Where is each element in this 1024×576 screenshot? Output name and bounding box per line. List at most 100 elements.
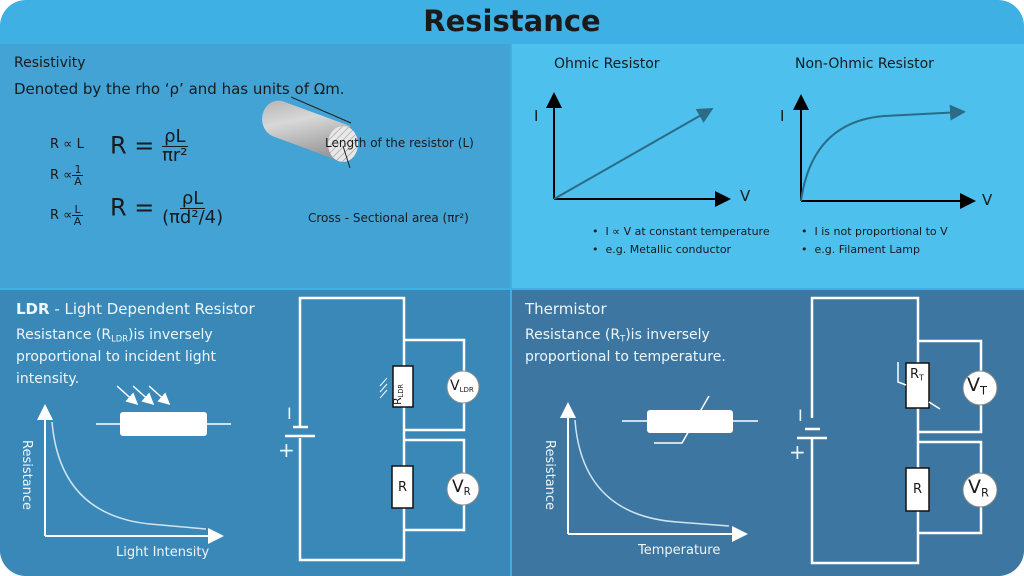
non-ohmic-title: Non-Ohmic Resistor [795, 56, 934, 72]
battery-plus-label: + [278, 438, 295, 462]
voltmeter-r-label: VR [452, 479, 471, 498]
curved-iv-line [800, 104, 966, 202]
num: ρL [162, 126, 188, 147]
sub: LDR [396, 384, 405, 398]
voltmeter-t [962, 370, 998, 406]
light-arrows-icon [116, 385, 171, 406]
sub: T [980, 383, 987, 398]
den: (πd²/4) [162, 207, 224, 228]
cylinder-diagram [262, 96, 358, 169]
thermistor-circuit-slash-b [928, 401, 941, 410]
lhs: R ∝ [50, 208, 73, 223]
thermistor-circuit [797, 296, 998, 565]
t: )is inversely [128, 327, 213, 343]
thermistor-panel: Thermistor Resistance (RT)is inversely p… [512, 290, 1024, 576]
ohmic-bullet-1: • I ∝ V at constant temperature [592, 225, 770, 238]
thermistor-box [905, 362, 930, 409]
num: ρL [179, 188, 206, 209]
area-label: Cross - Sectional area (πr²) [308, 211, 469, 225]
num: L [72, 203, 83, 216]
ldr-desc-2: proportional to incident light [16, 349, 217, 365]
thermistor-x-label: Temperature [638, 543, 721, 558]
ohmic-bullet-2: • e.g. Metallic conductor [592, 243, 732, 256]
fixed-resistor-box [905, 467, 930, 512]
t: Resistance (R [525, 327, 621, 343]
sub: R [463, 487, 471, 499]
bullet-text: I ∝ V at constant temperature [605, 225, 770, 238]
proportion-length: R ∝ L [50, 137, 84, 152]
bullet-text: I is not proportional to V [814, 225, 948, 238]
ldr-title: LDR - Light Dependent Resistor [16, 302, 255, 317]
ldr-body [120, 412, 207, 436]
ldr-fullname: - Light Dependent Resistor [49, 300, 255, 318]
resistivity-heading: Resistivity [14, 55, 86, 71]
lhs: R = [110, 193, 155, 222]
ldr-diagrams [37, 296, 480, 562]
non-ohmic-bullet-1: • I is not proportional to V [801, 225, 948, 238]
sub: T [919, 373, 924, 383]
resistivity-panel: Resistivity Denoted by the rho ‘ρ’ and h… [0, 44, 510, 288]
den: A [73, 215, 82, 228]
battery-minus-label: I [798, 406, 803, 425]
voltmeter-r-label: VR [968, 478, 989, 499]
voltmeter-t-label: VT [967, 376, 987, 397]
ldr-symbol [96, 385, 231, 436]
area-arrow [342, 145, 351, 169]
thermistor-diagrams [560, 296, 998, 565]
voltmeter-r [962, 472, 998, 508]
thermistor-graph [560, 402, 748, 542]
t: V [450, 378, 460, 394]
ohmic-graph [546, 92, 731, 207]
sub: T [620, 333, 626, 344]
resistance-curve [574, 419, 730, 527]
ohmic-panel: Ohmic Resistor Non-Ohmic Resistor I V I … [512, 44, 1024, 288]
fixed-resistor-label: R [398, 480, 408, 495]
non-ohmic-bullet-2: • e.g. Filament Lamp [801, 243, 920, 256]
ldr-graph [37, 404, 224, 544]
thermistor-y-label: Resistance [542, 440, 557, 511]
thermistor-circuit-slash-a [897, 362, 907, 386]
sub: LDR [459, 386, 474, 395]
ohmic-y-label: I [534, 107, 539, 125]
thermistor-resistor-label: RT [910, 368, 924, 382]
t: R [391, 397, 404, 405]
ldr-panel: LDR - Light Dependent Resistor Resistanc… [0, 290, 510, 576]
bullet-text: e.g. Filament Lamp [814, 243, 920, 256]
thermistor-symbol [622, 395, 758, 444]
sub: LDR [111, 333, 129, 344]
ldr-x-label: Light Intensity [116, 545, 210, 560]
lhs: R = [110, 131, 155, 160]
ohmic-title: Ohmic Resistor [554, 56, 660, 72]
thermistor-desc-1: Resistance (RT)is inversely [525, 328, 710, 343]
sub: R [981, 485, 989, 500]
thermistor-title: Thermistor [525, 300, 607, 318]
fixed-resistor-box [391, 465, 414, 509]
ldr-circuit [285, 296, 480, 562]
thermistor-body [647, 410, 733, 433]
den: πr² [162, 145, 188, 166]
battery-minus-label: I [287, 404, 292, 423]
t: V [452, 477, 464, 497]
t: V [968, 476, 981, 498]
ldr-desc-3: intensity. [16, 371, 80, 387]
ldr-desc-1: Resistance (RLDR)is inversely [16, 328, 213, 343]
lhs: R ∝ [50, 168, 73, 183]
non-ohmic-y-label: I [780, 107, 785, 125]
thermistor-desc-2: proportional to temperature. [525, 349, 726, 365]
ohmic-x-label: V [740, 187, 751, 205]
den: A [74, 175, 82, 188]
voltmeter-r [446, 472, 480, 506]
non-ohmic-x-label: V [982, 191, 993, 209]
cylinder-body [262, 100, 350, 162]
num: 1 [72, 163, 84, 176]
thermistor-slash [654, 395, 710, 444]
linear-iv-line [553, 108, 714, 200]
resistance-curve [51, 421, 207, 530]
t: V [967, 374, 980, 396]
length-arrow [290, 96, 352, 124]
page-title: Resistance [423, 4, 601, 38]
